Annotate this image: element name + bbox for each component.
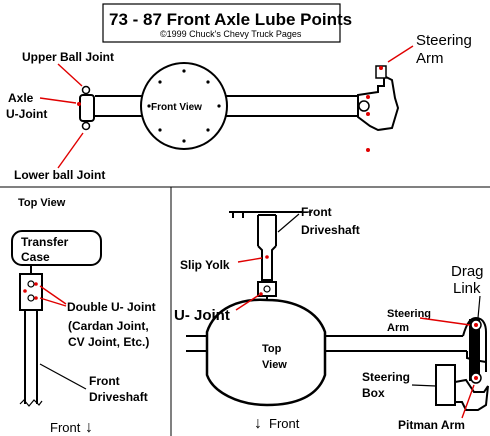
lube-point-double-ujoint-3 [23,289,27,293]
double-ujoint-label: Double U- Joint [67,300,156,314]
driveshaft-label-left: Driveshaft [89,390,148,404]
pointer-pitman-arm [461,384,475,419]
right-knuckle [357,65,400,152]
steering-box-label-2: Box [362,386,385,400]
lube-point-right-lower [366,112,370,116]
lube-point-pitman-arm-end [474,376,478,380]
double-ujoint-block [19,273,43,311]
axle-label: Axle [8,91,34,105]
link-label: Link [453,280,481,297]
transfer-case-view: Top View Transfer Case Double U- Joint (… [11,197,156,436]
bottom-front-label-left: Front [50,420,81,435]
differential-top-view [205,298,327,407]
lube-point-front-ujoint [259,292,263,296]
front-arrow-right: ↓ [254,415,262,432]
bottom-front-label-right: Front [269,416,300,431]
driveshaft-break [19,399,43,407]
cardan-joint-label: (Cardan Joint, [68,319,149,333]
pitman-arm [454,378,489,411]
pointer-axle-ujoint [39,97,77,104]
differential-housing [140,62,228,150]
left-knuckle [77,85,95,131]
lube-point-right-bottom [366,148,370,152]
axle-top-view: Top View Front Driveshaft Slip Yolk U- J… [174,205,489,432]
transfer-label: Transfer [21,235,69,249]
top-view-heading: Top View [18,197,66,209]
upper-ball-joint-label: Upper Ball Joint [22,50,114,64]
lube-point-slip-yolk [265,255,269,259]
title-box [102,3,341,43]
top-label: Top [262,343,282,355]
cv-joint-label: CV Joint, Etc.) [68,335,149,349]
pointer-double-ujoint-1 [39,285,67,305]
front-view-axle: Front View Upper Ball Joint Axle U-Joint… [6,32,472,182]
pitman-arm-label: Pitman Arm [398,418,465,432]
pointer-steering-arm [387,45,414,63]
slip-yolk-label: Slip Yolk [180,258,230,272]
lube-point-steering-arm [379,66,383,70]
right-knuckle-top [462,316,487,362]
arm-label: Arm [416,50,444,67]
title-block: 73 - 87 Front Axle Lube Points ©1999 Chu… [102,3,352,43]
pointer-double-ujoint-2 [39,297,67,307]
driveshaft-label-right: Driveshaft [301,223,360,237]
steering-box-label-1: Steering [362,370,410,384]
lower-ball-joint-label: Lower ball Joint [14,168,105,182]
differential-bolts [147,69,221,143]
drag-link [469,319,480,381]
front-label-right: Front [301,205,332,219]
view-label: View [262,359,287,371]
lube-point-steering-arm-end [474,323,478,327]
front-view-label: Front View [151,102,202,113]
lube-point-double-ujoint-1 [34,282,38,286]
pointer-left-driveshaft [39,363,87,390]
front-arrow-left: ↓ [85,419,93,436]
pointer-front-driveshaft [277,213,300,233]
pointer-steering-arm-right [419,317,471,326]
steering-label-right: Steering [387,308,431,320]
lube-point-right-upper [366,95,370,99]
pointer-steering-box [411,384,437,387]
u-joint-label-right: U- Joint [174,307,230,324]
slip-yolk [257,245,277,281]
title-text: 73 - 87 Front Axle Lube Points [109,10,352,29]
pointer-drag-link [477,295,481,319]
u-joint-label: U-Joint [6,107,47,121]
lube-point-double-ujoint-2 [34,296,38,300]
arm-label-right: Arm [387,322,409,334]
steering-box [435,364,456,406]
pointer-slip-yolk [237,257,263,263]
pointer-upper-ball-joint [57,63,83,87]
transfer-case-box [11,230,102,266]
lube-point-axle-ujoint [77,102,81,106]
copyright-text: ©1999 Chuck's Chevy Truck Pages [160,29,302,39]
case-label: Case [21,250,50,264]
pointer-front-ujoint [235,294,260,311]
drag-label: Drag [451,263,484,280]
pointer-lower-ball-joint [57,132,84,169]
steering-label: Steering [416,32,472,49]
front-label-left: Front [89,374,120,388]
